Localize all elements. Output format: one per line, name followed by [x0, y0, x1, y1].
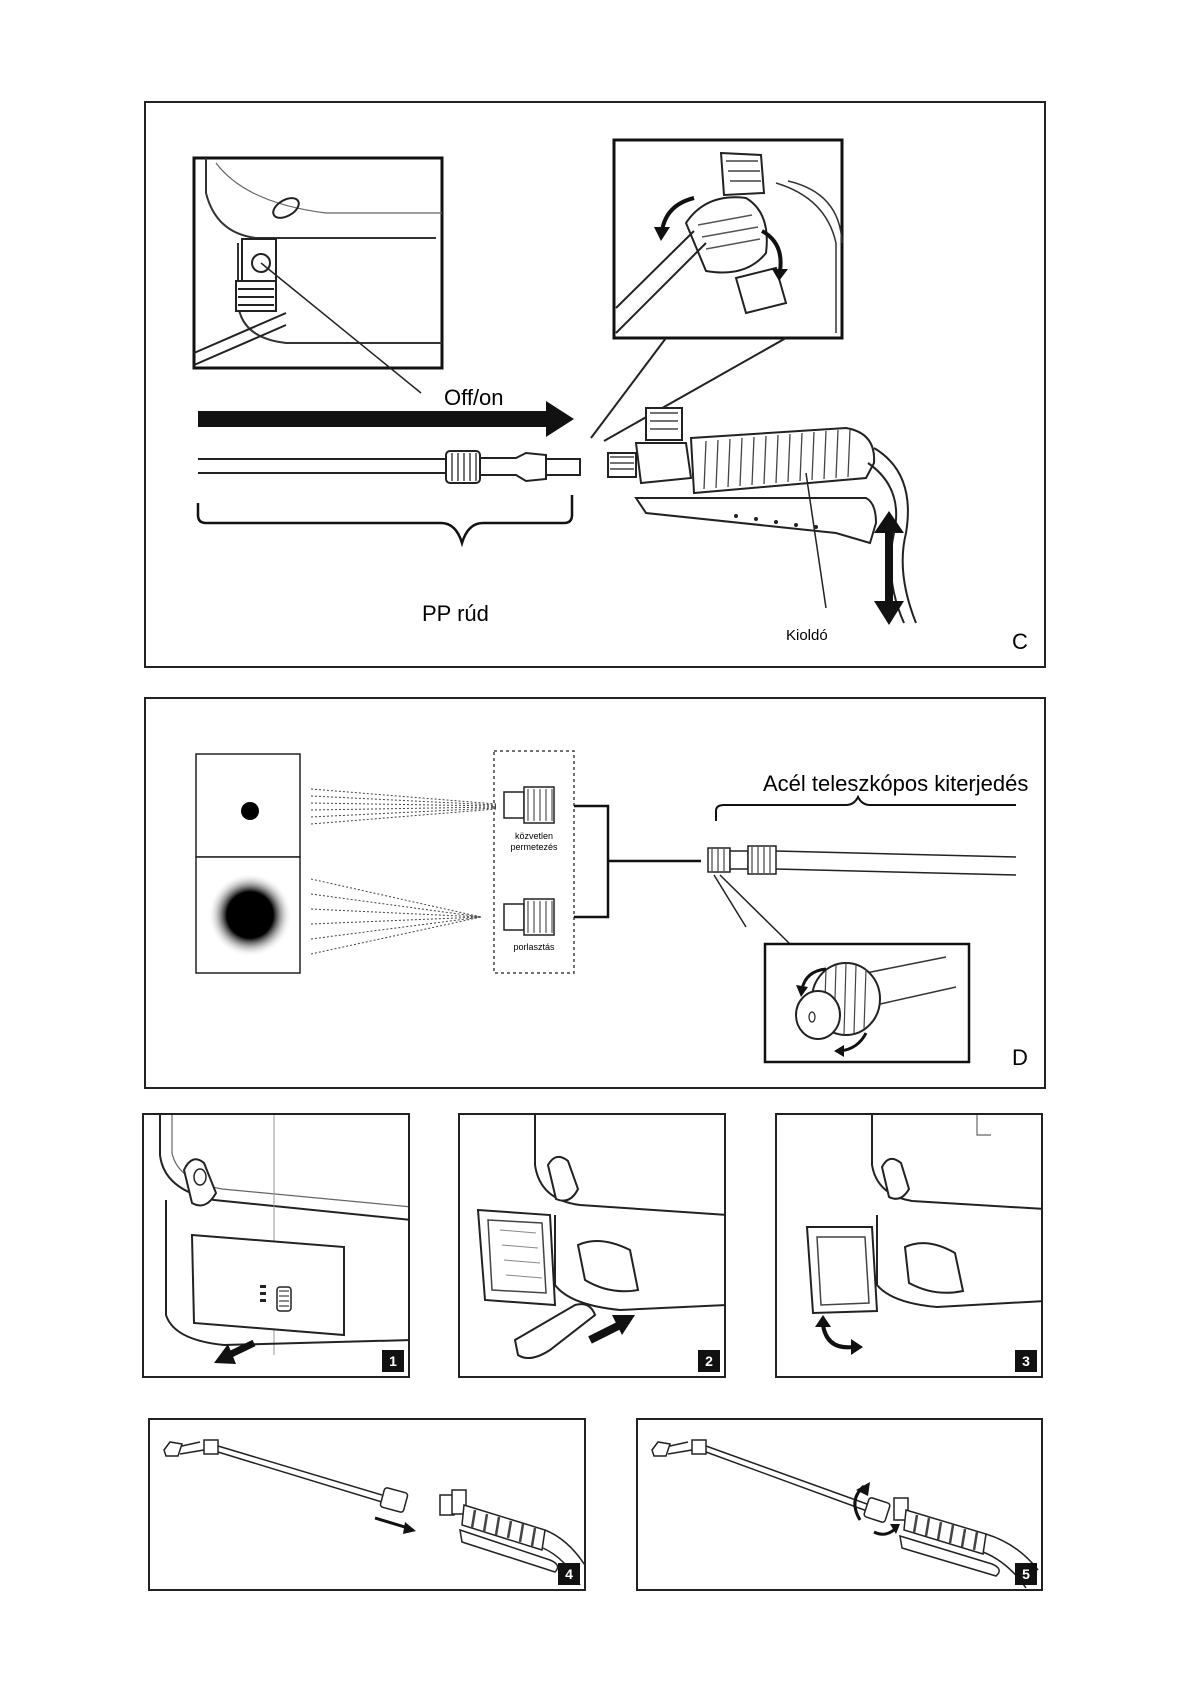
- panel-c-illustration: [146, 103, 1046, 668]
- trigger-motion-arrow: [885, 528, 893, 606]
- step-panel-2: 2: [458, 1113, 726, 1378]
- step-3-illustration: [777, 1115, 1043, 1378]
- panel-letter-d: D: [1012, 1045, 1028, 1071]
- spray-rod: [706, 1446, 878, 1508]
- direction-arrow: [198, 411, 548, 427]
- step-2-illustration: [460, 1115, 726, 1378]
- step-4-illustration: [150, 1420, 586, 1591]
- direct-nozzle-label: közvetlen permetezés: [496, 831, 572, 853]
- battery-pack: [515, 1304, 595, 1358]
- step-1-illustration: [144, 1115, 410, 1378]
- step-number-badge: 3: [1015, 1350, 1037, 1372]
- step-number-badge: 5: [1015, 1563, 1037, 1585]
- rod-label: PP rúd: [422, 601, 489, 627]
- figure-panel-c: Off/on PP rúd Kioldó C: [144, 101, 1046, 668]
- panel-letter-c: C: [1012, 629, 1028, 655]
- handle-grip: [691, 428, 874, 493]
- figure-panel-d: Acél teleszkópos kiterjedés közvetlen pe…: [144, 697, 1046, 1089]
- trigger-label: Kioldó: [786, 627, 828, 644]
- step-panel-4: 4: [148, 1418, 586, 1591]
- extension-label: Acél teleszkópos kiterjedés: [763, 771, 1028, 797]
- trigger-leader-line: [806, 473, 826, 608]
- spray-rod: [218, 1446, 382, 1495]
- step-panel-3: 3: [775, 1113, 1043, 1378]
- step-5-illustration: [638, 1420, 1043, 1591]
- step-panel-5: 5: [636, 1418, 1043, 1591]
- step-panel-1: 1: [142, 1113, 410, 1378]
- step-number-badge: 2: [698, 1350, 720, 1372]
- panel-d-illustration: [146, 699, 1046, 1089]
- battery-cover: [192, 1235, 344, 1335]
- switch-label: Off/on: [444, 385, 504, 411]
- step-number-badge: 4: [558, 1563, 580, 1585]
- atomize-nozzle-label: porlasztás: [496, 942, 572, 952]
- nozzle-group: [494, 751, 574, 973]
- rod-nut: [446, 451, 480, 483]
- step-number-badge: 1: [382, 1350, 404, 1372]
